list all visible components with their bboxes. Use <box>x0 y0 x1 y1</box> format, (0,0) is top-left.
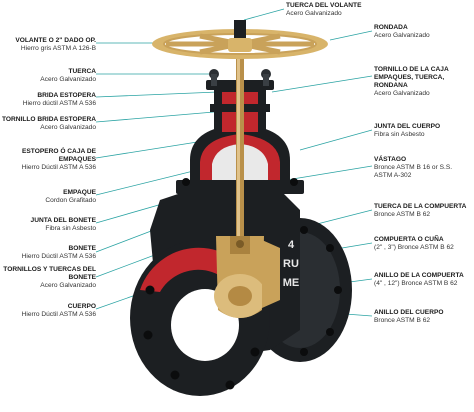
body-ring <box>262 240 280 308</box>
label-subtitle: Hierro gris ASTM A 126-B <box>20 45 96 52</box>
label-body-gasket: JUNTA DEL CUERPO Fibra sin Asbesto <box>374 123 470 139</box>
label-title: BONETE <box>68 245 96 252</box>
label-title: ESTOPERO Ó CAJA DE EMPAQUES <box>21 148 96 163</box>
label-bonnet-gasket: JUNTA DEL BONETE Fibra sin Asbesto <box>0 217 96 233</box>
body-marking-line: ME <box>282 277 300 289</box>
label-title: VOLANTE O 2" DADO OP. <box>15 37 96 44</box>
label-subtitle: Fibra sin Asbesto <box>374 131 425 138</box>
label-subtitle: Hierro dúctil ASTM A 536 <box>22 100 96 107</box>
label-subtitle: (2" , 3") Bronce ASTM B 62 <box>374 244 454 251</box>
label-title: JUNTA DEL CUERPO <box>374 123 441 130</box>
label-title: BRIDA ESTOPERA <box>37 92 96 99</box>
label-title: TUERCA <box>68 68 96 75</box>
label-handwheel-nut: TUERCA DEL VOLANTE Acero Galvanizado <box>286 2 404 18</box>
label-subtitle: Bronce ASTM B 16 or S.S. ASTM A-302 <box>374 164 453 179</box>
label-gate-ring: ANILLO DE LA COMPUERTA (4" , 12") Bronce… <box>374 272 470 288</box>
label-title: TUERCA DEL VOLANTE <box>286 2 362 9</box>
body-marking-line: RU <box>283 258 299 270</box>
label-title: ANILLO DE LA COMPUERTA <box>374 272 464 279</box>
label-subtitle: Acero Galvanizado <box>374 32 430 39</box>
label-title: EMPAQUE <box>63 189 96 196</box>
label-subtitle: Acero Galvanizado <box>40 282 96 289</box>
label-gate-nut: TUERCA DE LA COMPUERTA Bronce ASTM B 62 <box>374 203 470 219</box>
label-title: VÁSTAGO <box>374 156 407 163</box>
gate-wedge <box>214 236 266 318</box>
label-bonnet: BONETE Hierro Dúctil ASTM A 536 <box>0 245 96 261</box>
label-title: ANILLO DEL CUERPO <box>374 309 444 316</box>
label-handwheel: VOLANTE O 2" DADO OP. Hierro gris ASTM A… <box>0 37 96 53</box>
label-subtitle: (4" , 12") Bronce ASTM B 62 <box>374 280 458 287</box>
label-subtitle: Fibra sin Asbesto <box>45 225 96 232</box>
body-marking-area <box>282 238 298 298</box>
label-subtitle: Acero Galvanizado <box>40 76 96 83</box>
label-subtitle: Bronce ASTM B 62 <box>374 211 431 218</box>
label-box-bolt: TORNILLO DE LA CAJA EMPAQUES, TUERCA, RO… <box>374 66 470 98</box>
label-subtitle: Hierro Dúctil ASTM A 536 <box>21 164 96 171</box>
label-subtitle: Acero Galvanizado <box>40 124 96 131</box>
label-nut: TUERCA Acero Galvanizado <box>0 68 96 84</box>
label-bonnet-bolts: TORNILLOS Y TUERCAS DEL BONETE Acero Gal… <box>0 266 96 290</box>
label-gate-wedge: COMPUERTA O CUÑA (2" , 3") Bronce ASTM B… <box>374 236 470 252</box>
label-packing: EMPAQUE Cordon Grafitado <box>0 189 96 205</box>
label-title: TORNILLO BRIDA ESTOPERA <box>1 116 96 123</box>
label-stem: VÁSTAGO Bronce ASTM B 16 or S.S. ASTM A-… <box>374 156 470 180</box>
label-subtitle: Acero Galvanizado <box>374 90 430 97</box>
label-title: TUERCA DE LA COMPUERTA <box>374 203 467 210</box>
label-title: CUERPO <box>67 303 96 310</box>
body-marking: 4 RU ME <box>281 236 301 293</box>
label-gland-flange: BRIDA ESTOPERA Hierro dúctil ASTM A 536 <box>0 92 96 108</box>
label-gland-bolt: TORNILLO BRIDA ESTOPERA Acero Galvanizad… <box>0 116 96 132</box>
label-stuffing-box: ESTOPERO Ó CAJA DE EMPAQUES Hierro Dúcti… <box>0 148 96 172</box>
label-title: JUNTA DEL BONETE <box>30 217 96 224</box>
label-subtitle: Hierro Dúctil ASTM A 536 <box>21 253 96 260</box>
label-subtitle: Cordon Grafitado <box>45 197 96 204</box>
label-title: RONDADA <box>374 24 408 31</box>
label-subtitle: Hierro Dúctil ASTM A 536 <box>21 311 96 318</box>
label-title: TORNILLO DE LA CAJA EMPAQUES, TUERCA, RO… <box>374 66 449 89</box>
label-subtitle: Acero Galvanizado <box>286 10 342 17</box>
label-body-ring: ANILLO DEL CUERPO Bronce ASTM B 62 <box>374 309 470 325</box>
label-body: CUERPO Hierro Dúctil ASTM A 536 <box>0 303 96 319</box>
label-subtitle: Bronce ASTM B 62 <box>374 317 431 324</box>
label-title: TORNILLOS Y TUERCAS DEL BONETE <box>3 266 96 281</box>
body-marking-line: 4 <box>287 239 295 251</box>
label-washer: RONDADA Acero Galvanizado <box>374 24 470 40</box>
handwheel <box>152 20 328 59</box>
label-title: COMPUERTA O CUÑA <box>374 236 444 243</box>
